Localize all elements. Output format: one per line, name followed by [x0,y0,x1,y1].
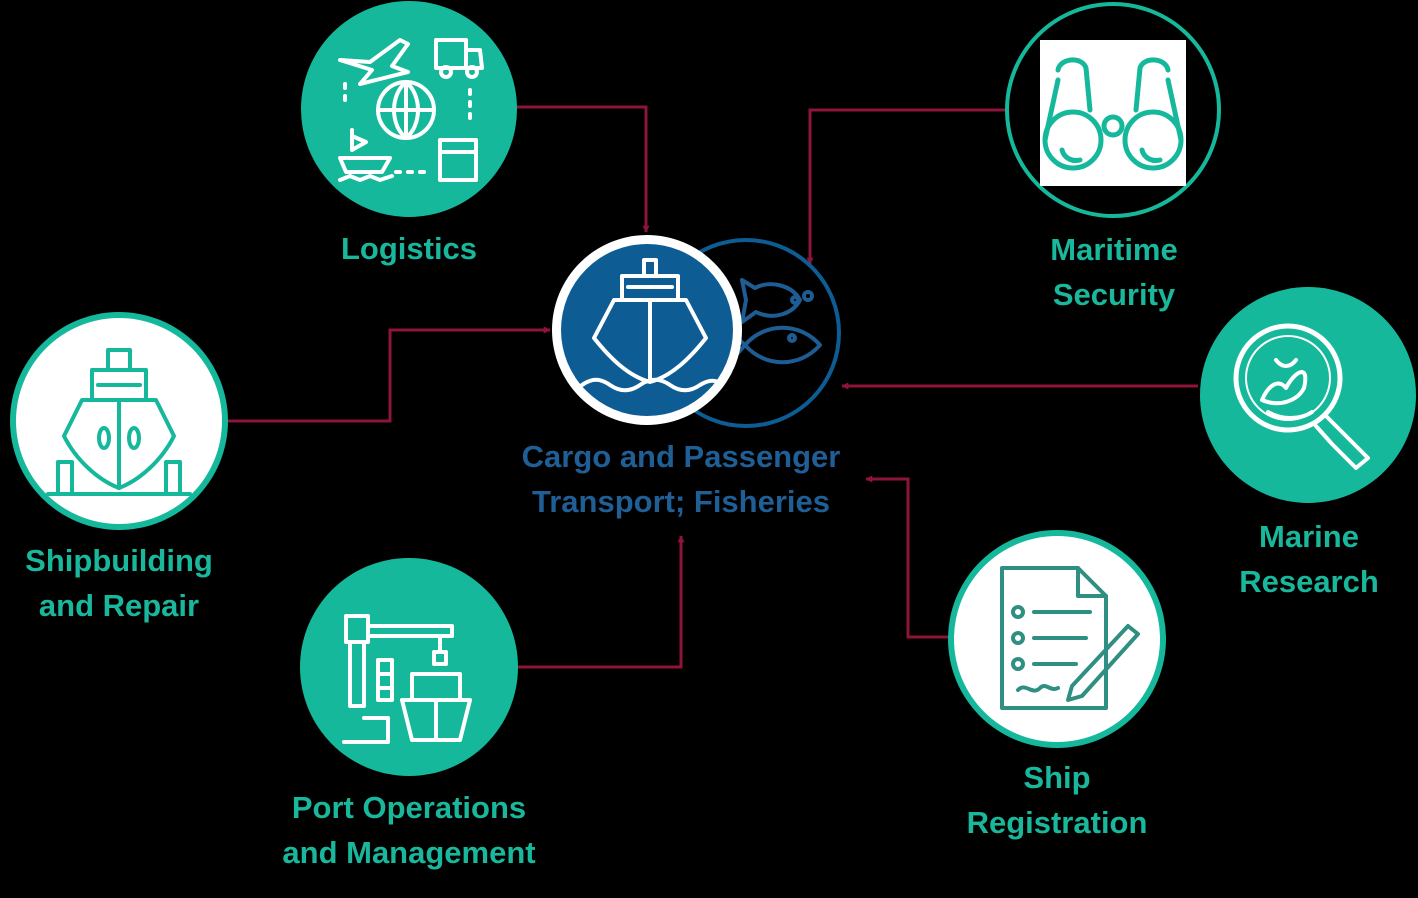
label-maritime-security: Maritime Security [1050,227,1177,317]
label-ship-registration: Ship Registration [967,755,1148,845]
label-shipbuilding-line-2: and Repair [38,588,200,623]
label-port-operations: Port Operations and Management [282,785,535,875]
label-logistics-line-1: Logistics [340,231,478,266]
connector-port-operations [518,535,685,669]
node-ship-registration [948,530,1166,748]
label-maritime-security-line-2: Security [1052,277,1176,312]
label-marine-research-line-1: Marine [1259,519,1359,554]
node-shipbuilding [10,312,228,530]
connector-logistics [516,105,650,233]
label-shipbuilding-line-1: Shipbuilding [25,543,213,578]
node-port-operations [300,558,518,776]
label-port-operations-line-1: Port Operations [291,790,527,825]
label-logistics: Logistics [341,226,477,271]
label-port-operations-line-2: and Management [282,835,536,870]
label-maritime-security-line-1: Maritime [1050,232,1178,267]
node-logistics [301,1,517,217]
crane-icon [342,614,472,744]
connector-shipbuilding [228,326,551,423]
connector-ship-registration [865,475,950,639]
label-ship-registration-line-2: Registration [966,805,1148,840]
binoculars-icon [1042,57,1184,171]
center-transport-node [552,235,742,425]
center-label: Cargo and Passenger Transport; Fisheries [522,434,841,524]
label-shipbuilding: Shipbuilding and Repair [25,538,213,628]
node-maritime-security [1005,2,1221,218]
node-marine-research [1200,287,1416,503]
label-marine-research: Marine Research [1239,514,1379,604]
connector-maritime-security [806,108,1006,265]
label-ship-registration-line-1: Ship [1023,760,1091,795]
label-marine-research-line-2: Research [1239,564,1379,599]
center-label-line-2: Transport; Fisheries [531,484,831,519]
center-label-line-1: Cargo and Passenger [521,439,841,474]
shipyard-icon [46,348,192,496]
logistics-icon [338,38,484,182]
magnifier-icon [1233,323,1370,470]
ship-icon [580,258,720,393]
document-icon [1000,566,1140,710]
